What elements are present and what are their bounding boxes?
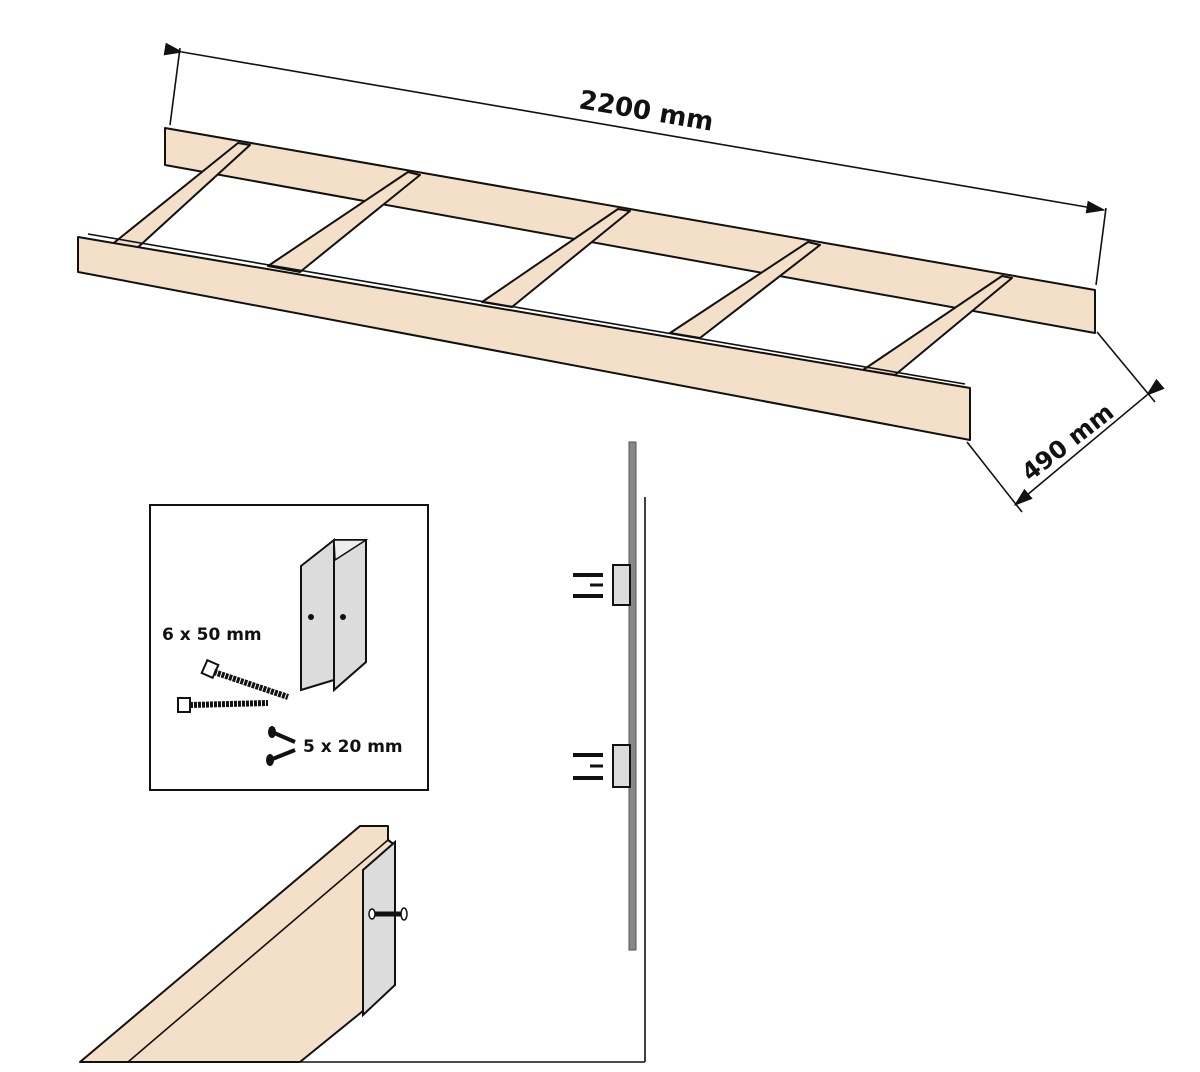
lag-screw-icon xyxy=(177,697,269,713)
u-bracket-icon xyxy=(300,537,369,693)
dimension-line xyxy=(163,42,1106,214)
hardware-inset: 6 x 50 mm 5 x 20 mm xyxy=(149,504,429,791)
wall-bracket-lower xyxy=(573,744,631,788)
width-dimension: 490 mm xyxy=(966,331,1165,513)
wall-bracket-upper xyxy=(573,564,631,606)
small-screw-label: 5 x 20 mm xyxy=(303,737,403,757)
mounting-rail xyxy=(628,441,637,951)
beam-detail xyxy=(79,825,408,1063)
length-label: 2200 mm xyxy=(577,85,716,137)
ladder-frame xyxy=(77,127,1096,441)
beam-bracket-plate xyxy=(362,839,396,1018)
width-label: 490 mm xyxy=(1016,398,1119,487)
lag-screw-icon xyxy=(200,658,289,700)
front-rail xyxy=(77,236,971,441)
dimension-line xyxy=(1013,378,1165,507)
small-screw-icon xyxy=(266,726,296,766)
front-rail-edge xyxy=(87,233,966,385)
wall-side-view xyxy=(190,441,646,1063)
beam-screw-icon xyxy=(368,907,408,921)
lag-screw-label: 6 x 50 mm xyxy=(162,625,262,645)
